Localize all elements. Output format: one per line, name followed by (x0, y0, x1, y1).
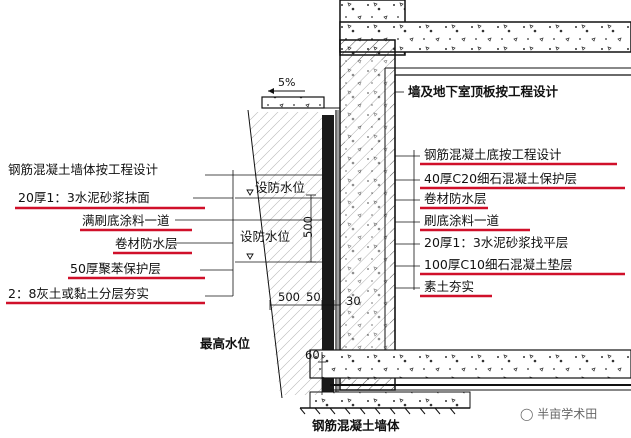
left-label-3: 满刷底涂料一道 (82, 213, 170, 228)
dim-50: 50 (306, 290, 321, 304)
ground-cap (261, 96, 325, 109)
water-level-2: 设防水位 (240, 229, 291, 244)
right-label-6: 100厚C10细石混凝土垫层 (424, 257, 573, 272)
right-label-5: 20厚1：3水泥砂浆找平层 (424, 235, 569, 250)
dim-30: 30 (346, 294, 361, 308)
left-label-6: 2：8灰土或黏土分层夯实 (8, 286, 149, 301)
right-label-3: 卷材防水层 (424, 191, 487, 206)
left-leader-lines (175, 170, 322, 297)
right-red-underlines (420, 162, 625, 298)
base-slab (309, 349, 631, 379)
water-level-1: 设防水位 (255, 180, 306, 195)
caption: 钢筋混凝土墙体 (312, 418, 400, 433)
top-note: 墙及地下室顶板按工程设计 (408, 84, 559, 99)
left-label-5: 50厚聚苯保护层 (70, 261, 161, 276)
watermark: ◯ 半亩学术田 (520, 405, 597, 422)
insulation-layer (322, 115, 334, 395)
right-label-7: 素土夯实 (424, 279, 475, 294)
dim-500-vertical: 500 (301, 216, 315, 238)
right-leader-lines (395, 91, 420, 290)
left-label-4: 卷材防水层 (115, 236, 178, 251)
slope-label: 5% (278, 76, 296, 89)
right-label-2: 40厚C20细石混凝土保护层 (424, 171, 578, 186)
left-red-underlines (6, 206, 205, 305)
wechat-icon: ◯ (520, 407, 534, 421)
dim-500-horizontal: 500 (278, 290, 300, 304)
right-label-1: 钢筋混凝土底按工程设计 (424, 147, 562, 162)
left-label-2: 20厚1：3水泥砂浆抹面 (18, 190, 150, 205)
left-label-1: 钢筋混凝土墙体按工程设计 (8, 162, 159, 177)
highest-water-level: 最高水位 (200, 336, 251, 351)
right-label-4: 刷底涂料一道 (424, 213, 500, 228)
watermark-text: 半亩学术田 (537, 407, 598, 421)
dim-60: 60 (305, 348, 320, 362)
backfill-soil (248, 112, 322, 395)
